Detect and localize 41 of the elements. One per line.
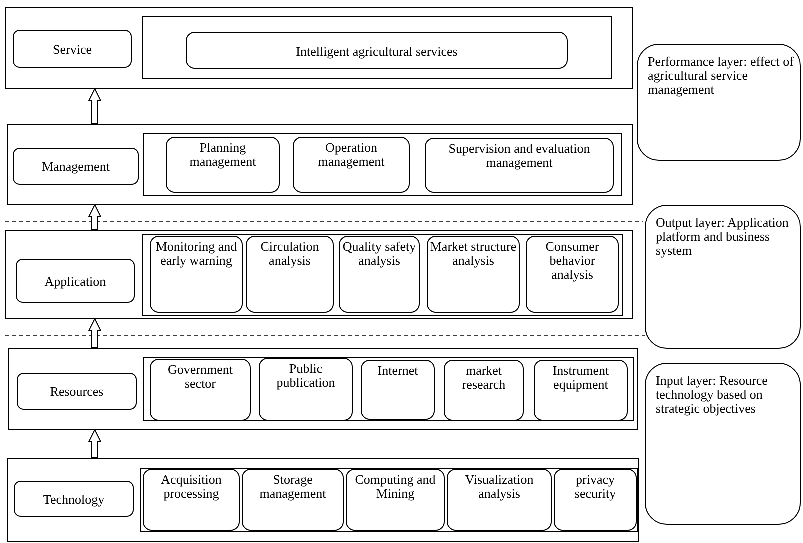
item-box: Operation management	[293, 137, 410, 193]
group-panel	[143, 133, 622, 196]
item-box: Circulation analysis	[246, 236, 334, 313]
item-box: Storage management	[242, 469, 344, 531]
layer-description-box: Input layer: Resource technology based on strategic objectives	[645, 363, 801, 525]
item-box: Quality safety analysis	[339, 236, 420, 313]
item-box: Government sector	[150, 359, 251, 421]
item-box: Market structure analysis	[427, 236, 520, 313]
layer-panel	[5, 7, 633, 89]
block-arrow	[88, 88, 102, 124]
layer-panel	[8, 348, 638, 430]
item-box: Supervision and evaluation management	[425, 138, 614, 193]
item-box: Consumer behavior analysis	[526, 236, 619, 313]
layer-panel	[5, 230, 633, 319]
layer-label-box: Resources	[17, 373, 137, 410]
group-panel	[142, 234, 623, 316]
layer-label-box: Management	[13, 148, 139, 185]
layer-panel	[7, 458, 639, 542]
layer-description-box: Performance layer: effect of agricultural service management	[637, 44, 801, 161]
item-box: Monitoring and early warning	[150, 236, 243, 313]
block-arrow	[88, 204, 102, 230]
item-box: Planning management	[166, 137, 280, 193]
block-arrow	[88, 428, 102, 458]
layer-label-box: Technology	[14, 481, 134, 517]
item-box: market research	[444, 360, 524, 421]
group-panel	[142, 16, 612, 79]
block-arrow	[88, 318, 102, 348]
group-panel	[143, 357, 634, 421]
item-box: Instrument equipment	[534, 360, 628, 421]
item-box: Computing and Mining	[346, 469, 445, 531]
layer-panel	[7, 124, 633, 205]
layer-label-box: Application	[16, 259, 135, 303]
layer-description-box: Output layer: Application platform and business system	[645, 205, 801, 349]
item-box: Intelligent agricultural services	[186, 32, 568, 69]
item-box: Acquisition processing	[143, 469, 240, 531]
item-box: privacy security	[554, 469, 637, 531]
layer-label-box: Service	[13, 30, 132, 68]
item-box: Visualization analysis	[447, 469, 552, 531]
item-box: Public publication	[259, 358, 353, 421]
item-box: Internet	[361, 360, 435, 420]
group-panel	[140, 468, 638, 532]
